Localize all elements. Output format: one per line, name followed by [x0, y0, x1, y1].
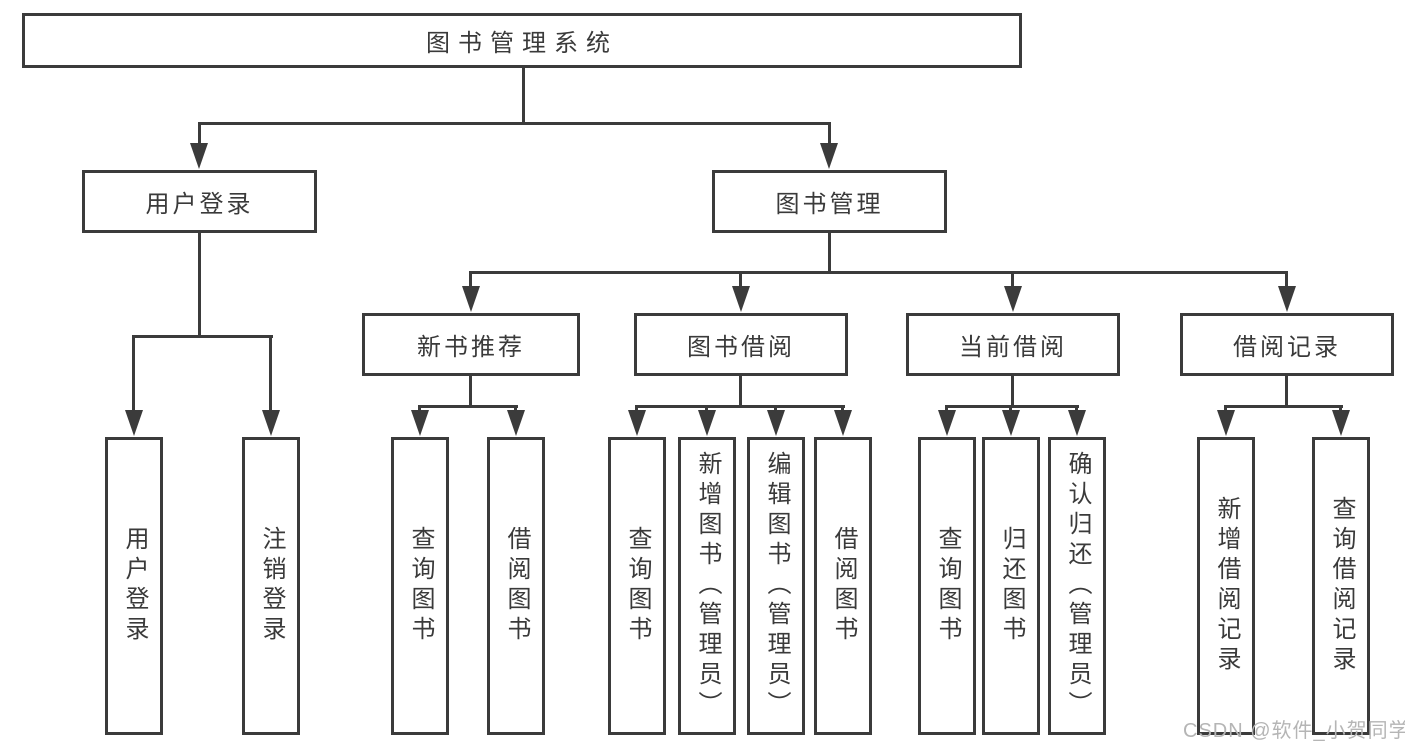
connector-stub-user-login — [198, 233, 201, 335]
connector-stub-root — [522, 67, 525, 122]
connector-rail-borrow-records — [1224, 405, 1343, 408]
connector-drop-leaf — [635, 405, 638, 412]
node-book-management: 图书管理 — [712, 170, 947, 233]
node-new-book-recommend: 新书推荐 — [362, 313, 580, 376]
arrow-down-icon — [462, 286, 480, 312]
connector-drop-user-login — [198, 122, 201, 145]
connector-drop-leaf — [945, 405, 948, 412]
connector-drop-book-management — [828, 122, 831, 145]
connector-drop-leaf — [514, 405, 517, 412]
connector-rail-level2 — [198, 122, 831, 125]
arrow-down-icon — [820, 143, 838, 169]
leaf-add-borrow-record: 新增借阅记录 — [1197, 437, 1255, 735]
connector-drop-level3 — [1011, 271, 1014, 287]
arrow-down-icon — [262, 410, 280, 436]
connector-drop-leaf — [1075, 405, 1078, 412]
arrow-down-icon — [732, 286, 750, 312]
leaf-query-book-current: 查询图书 — [918, 437, 976, 735]
arrow-down-icon — [1004, 286, 1022, 312]
connector-drop-level3 — [469, 271, 472, 287]
leaf-query-book-recommend: 查询图书 — [391, 437, 449, 735]
arrow-down-icon — [125, 410, 143, 436]
arrow-down-icon — [1332, 410, 1350, 436]
leaf-logout: 注销登录 — [242, 437, 300, 735]
connector-rail-book-borrow — [635, 405, 845, 408]
connector-stub-current-borrow — [1011, 376, 1014, 405]
node-library-system: 图书管理系统 — [22, 13, 1022, 68]
connector-stub-book-management — [828, 233, 831, 271]
node-borrow-records: 借阅记录 — [1180, 313, 1394, 376]
connector-drop-leaf — [269, 335, 272, 411]
arrow-down-icon — [1002, 410, 1020, 436]
node-user-login: 用户登录 — [82, 170, 317, 233]
leaf-edit-book-admin: 编辑图书（管理员） — [747, 437, 805, 735]
arrow-down-icon — [628, 410, 646, 436]
connector-stub-book-borrow — [739, 376, 742, 405]
leaf-add-book-admin: 新增图书（管理员） — [678, 437, 736, 735]
leaf-user-login: 用户登录 — [105, 437, 163, 735]
arrow-down-icon — [767, 410, 785, 436]
connector-drop-leaf — [705, 405, 708, 412]
arrow-down-icon — [834, 410, 852, 436]
connector-rail-current-borrow — [945, 405, 1079, 408]
connector-stub-borrow-records — [1285, 376, 1288, 405]
connector-rail-user-login — [132, 335, 273, 338]
arrow-down-icon — [411, 410, 429, 436]
arrow-down-icon — [1278, 286, 1296, 312]
connector-drop-leaf — [841, 405, 844, 412]
connector-drop-leaf — [418, 405, 421, 412]
arrow-down-icon — [190, 143, 208, 169]
connector-drop-leaf — [774, 405, 777, 412]
node-book-borrow: 图书借阅 — [634, 313, 848, 376]
leaf-confirm-return-admin: 确认归还（管理员） — [1048, 437, 1106, 735]
connector-drop-leaf — [1224, 405, 1227, 412]
leaf-borrow-book-recommend: 借阅图书 — [487, 437, 545, 735]
connector-rail-level3 — [469, 271, 1288, 274]
connector-drop-leaf — [1339, 405, 1342, 412]
arrow-down-icon — [1217, 410, 1235, 436]
connector-drop-level3 — [739, 271, 742, 287]
leaf-query-borrow-record: 查询借阅记录 — [1312, 437, 1370, 735]
arrow-down-icon — [698, 410, 716, 436]
arrow-down-icon — [1068, 410, 1086, 436]
arrow-down-icon — [507, 410, 525, 436]
arrow-down-icon — [938, 410, 956, 436]
connector-drop-leaf — [132, 335, 135, 411]
connector-stub-new-book-recommend — [469, 376, 472, 405]
connector-rail-new-book-recommend — [418, 405, 518, 408]
connector-drop-level3 — [1285, 271, 1288, 287]
connector-drop-leaf — [1009, 405, 1012, 412]
leaf-return-book: 归还图书 — [982, 437, 1040, 735]
node-current-borrow: 当前借阅 — [906, 313, 1120, 376]
csdn-watermark: CSDN @软件_小贺同学 — [1183, 720, 1405, 742]
leaf-query-book-borrow: 查询图书 — [608, 437, 666, 735]
leaf-borrow-book: 借阅图书 — [814, 437, 872, 735]
